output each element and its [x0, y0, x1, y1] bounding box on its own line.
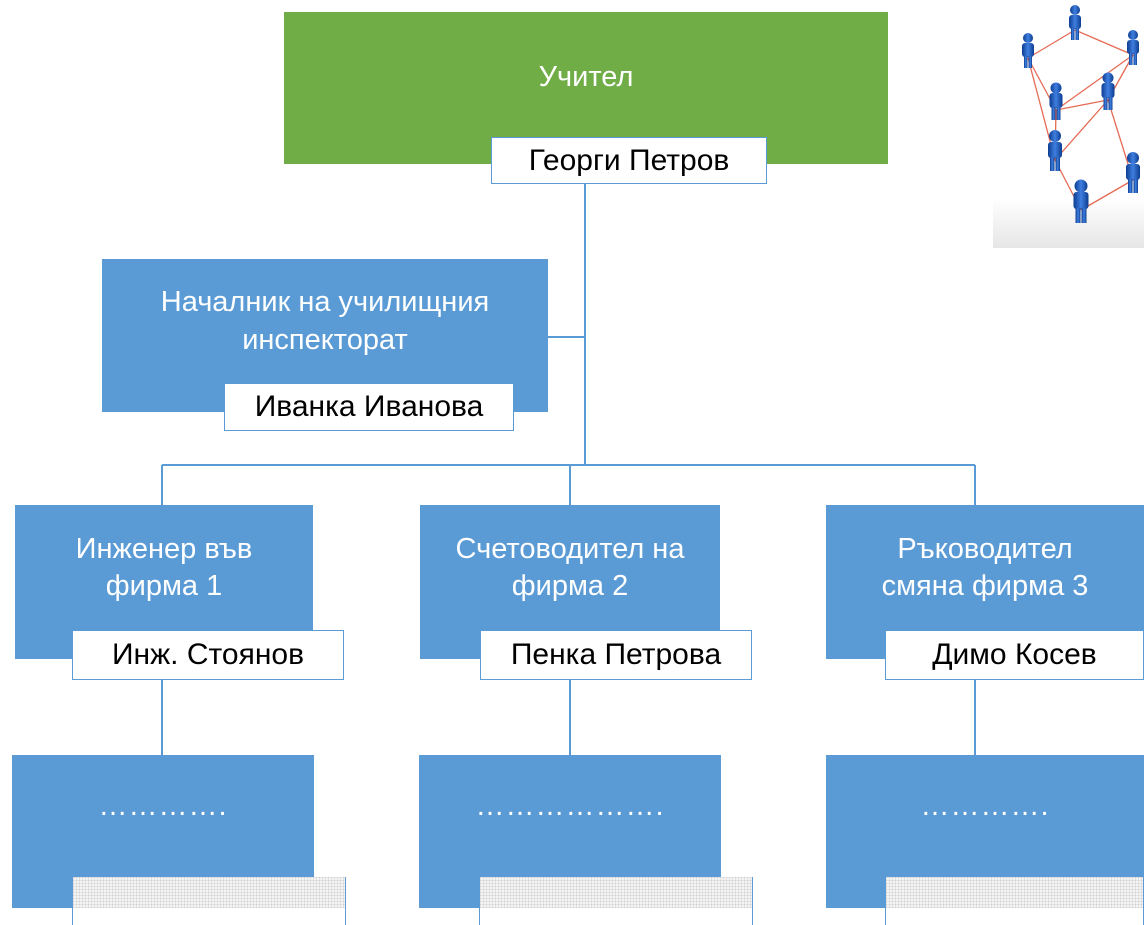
branch-1-name-tag: Инж. Стоянов [72, 630, 344, 680]
child-3-name-tag [885, 877, 1144, 908]
people-network-icon [993, 0, 1144, 248]
branch-3-role-line2: смяна фирма 3 [881, 570, 1089, 602]
child-3-placeholder-text: …………. [920, 789, 1050, 822]
assistant-role-line2: инспекторат [242, 323, 408, 356]
assistant-role-line1: Началник на училищния [160, 286, 490, 319]
child-2-placeholder-text: ………………. [475, 789, 665, 822]
branch-2-name-tag: Пенка Петрова [480, 630, 752, 680]
branch-2-role-line2: фирма 2 [511, 570, 629, 602]
root-role: Учител [538, 61, 634, 94]
branch-3-role-line1: Ръководител [897, 532, 1073, 565]
branch-2-role-line1: Счетоводител на [455, 532, 685, 565]
child-1-placeholder-text: …………. [98, 789, 228, 822]
child-1-name-tag-lower [72, 908, 346, 925]
child-2-name-tag-lower [479, 908, 753, 925]
assistant-name-tag: Иванка Иванова [224, 383, 514, 431]
branch-1-role-line2: фирма 1 [105, 570, 223, 602]
branch-3-name-tag: Димо Косев [885, 630, 1144, 680]
child-2-name-tag [479, 877, 753, 908]
root-name-tag: Георги Петров [491, 137, 767, 184]
child-3-name-tag-lower [885, 908, 1144, 925]
branch-1-role-line1: Инженер във [75, 532, 253, 565]
child-1-name-tag [72, 877, 346, 908]
